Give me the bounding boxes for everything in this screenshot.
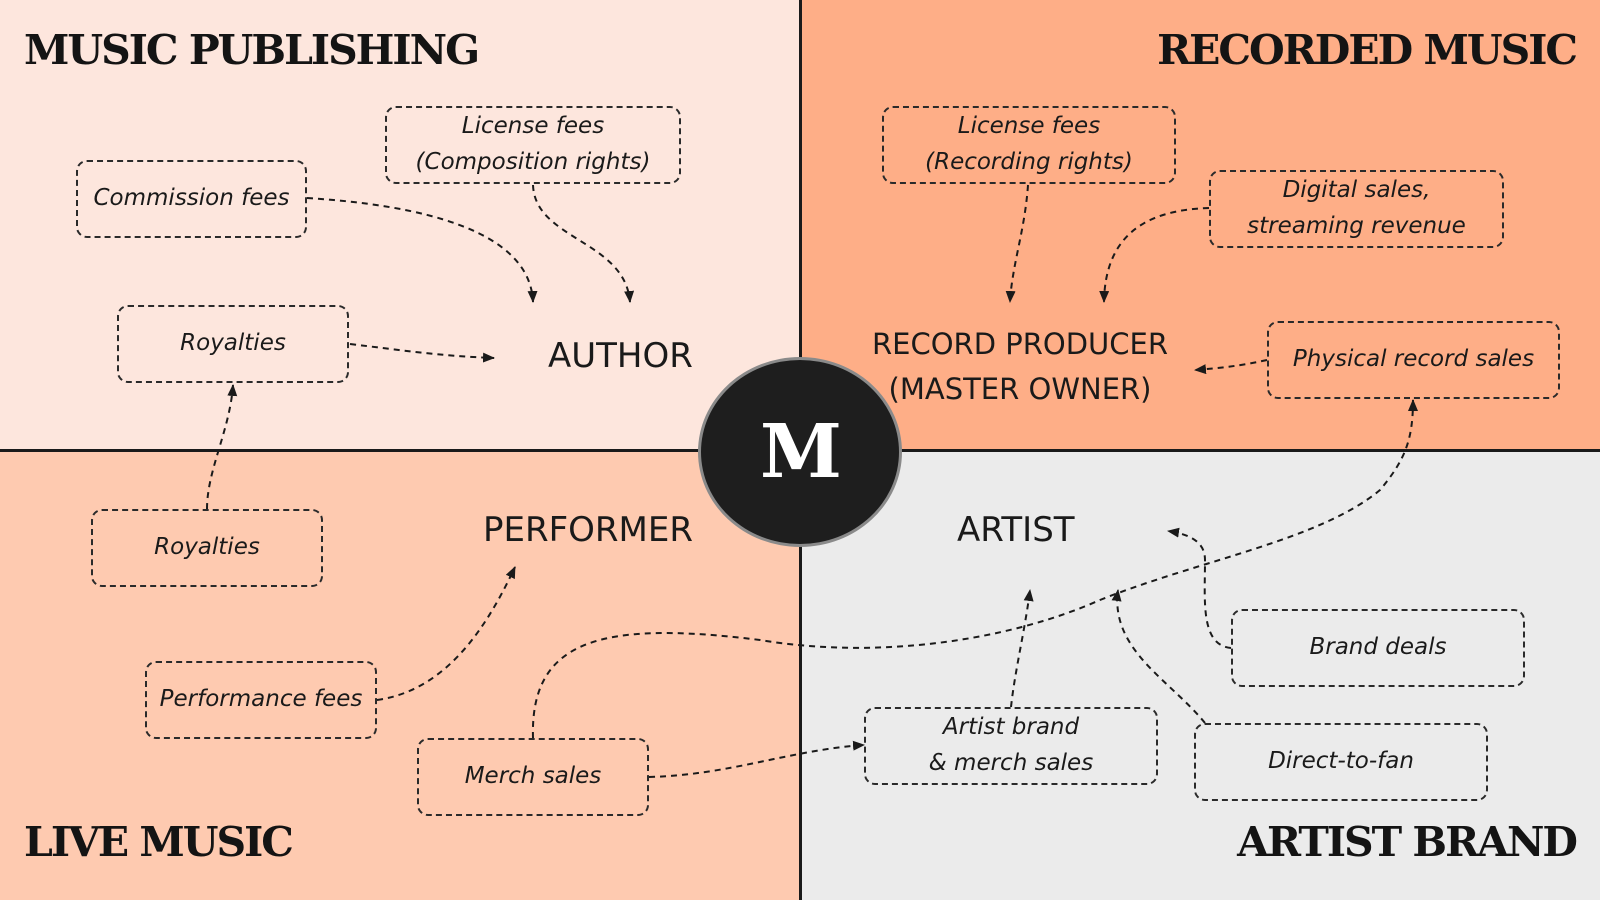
arrow-digital-to-producer — [1099, 207, 1210, 303]
recorded-music-title: RECORDED MUSIC — [1157, 26, 1578, 74]
physical-record-sales-box: Physical record sales — [1267, 321, 1560, 399]
artist-brand-quadrant — [800, 450, 1600, 900]
brand-deals-box: Brand deals — [1231, 609, 1525, 687]
recording-license-fees-box: License fees (Recording rights) — [882, 106, 1176, 184]
logo-letter: M — [760, 409, 842, 495]
performance-fees-text: Performance fees — [159, 686, 363, 713]
digital-streaming-text: Digital sales, streaming revenue — [1247, 177, 1466, 239]
artist-brand-merch-box: Artist brand & merch sales — [864, 707, 1158, 785]
publishing-royalties-text: Royalties — [180, 330, 286, 357]
physical-record-sales-text: Physical record sales — [1292, 346, 1535, 373]
arrow-brand-merch-to-artist — [1010, 589, 1034, 708]
recorded-music-quadrant — [800, 0, 1600, 450]
arrow-merch-to-brand-merch — [648, 740, 865, 778]
publishing-royalties-box: Royalties — [117, 305, 349, 383]
live-music-title: LIVE MUSIC — [24, 818, 294, 866]
merch-sales-text: Merch sales — [464, 763, 602, 790]
arrow-recording-license-to-producer — [1005, 184, 1029, 303]
arrow-royalties-to-author — [349, 343, 495, 363]
composition-license-fees-text: License fees (Composition rights) — [415, 113, 651, 175]
artist-brand-merch-text: Artist brand & merch sales — [928, 714, 1094, 776]
performer-label: PERFORMER — [483, 510, 693, 550]
medium-logo-icon: M — [698, 357, 902, 547]
commission-fees-text: Commission fees — [93, 185, 290, 212]
arrow-merch-to-physical-record-sales — [531, 399, 1418, 739]
commission-fees-box: Commission fees — [76, 160, 307, 238]
arrow-performance-to-performer — [376, 566, 516, 701]
digital-streaming-box: Digital sales, streaming revenue — [1209, 170, 1504, 248]
live-royalties-box: Royalties — [91, 509, 323, 587]
live-royalties-text: Royalties — [154, 534, 260, 561]
arrow-commission-to-author — [306, 197, 538, 303]
artist-label: ARTIST — [957, 510, 1075, 550]
author-label: AUTHOR — [548, 336, 693, 376]
music-publishing-quadrant — [0, 0, 800, 450]
arrow-direct-to-fan-to-artist — [1111, 589, 1206, 724]
live-music-quadrant — [0, 450, 800, 900]
record-producer-text: RECORD PRODUCER (MASTER OWNER) — [872, 327, 1168, 406]
arrow-composition-license-to-author — [532, 184, 635, 303]
record-producer-label: RECORD PRODUCER (MASTER OWNER) — [872, 322, 1168, 412]
arrow-live-royalties-to-publishing-royalties — [206, 384, 238, 510]
merch-sales-box: Merch sales — [417, 738, 649, 816]
direct-to-fan-box: Direct-to-fan — [1194, 723, 1488, 801]
brand-deals-text: Brand deals — [1309, 634, 1447, 661]
arrow-brand-deals-to-artist — [1167, 527, 1232, 649]
performance-fees-box: Performance fees — [145, 661, 377, 739]
artist-brand-title: ARTIST BRAND — [1237, 818, 1578, 866]
recording-license-fees-text: License fees (Recording rights) — [925, 113, 1133, 175]
direct-to-fan-text: Direct-to-fan — [1268, 748, 1414, 775]
arrow-physical-to-producer — [1194, 359, 1268, 375]
composition-license-fees-box: License fees (Composition rights) — [385, 106, 681, 184]
music-publishing-title: MUSIC PUBLISHING — [24, 26, 480, 74]
